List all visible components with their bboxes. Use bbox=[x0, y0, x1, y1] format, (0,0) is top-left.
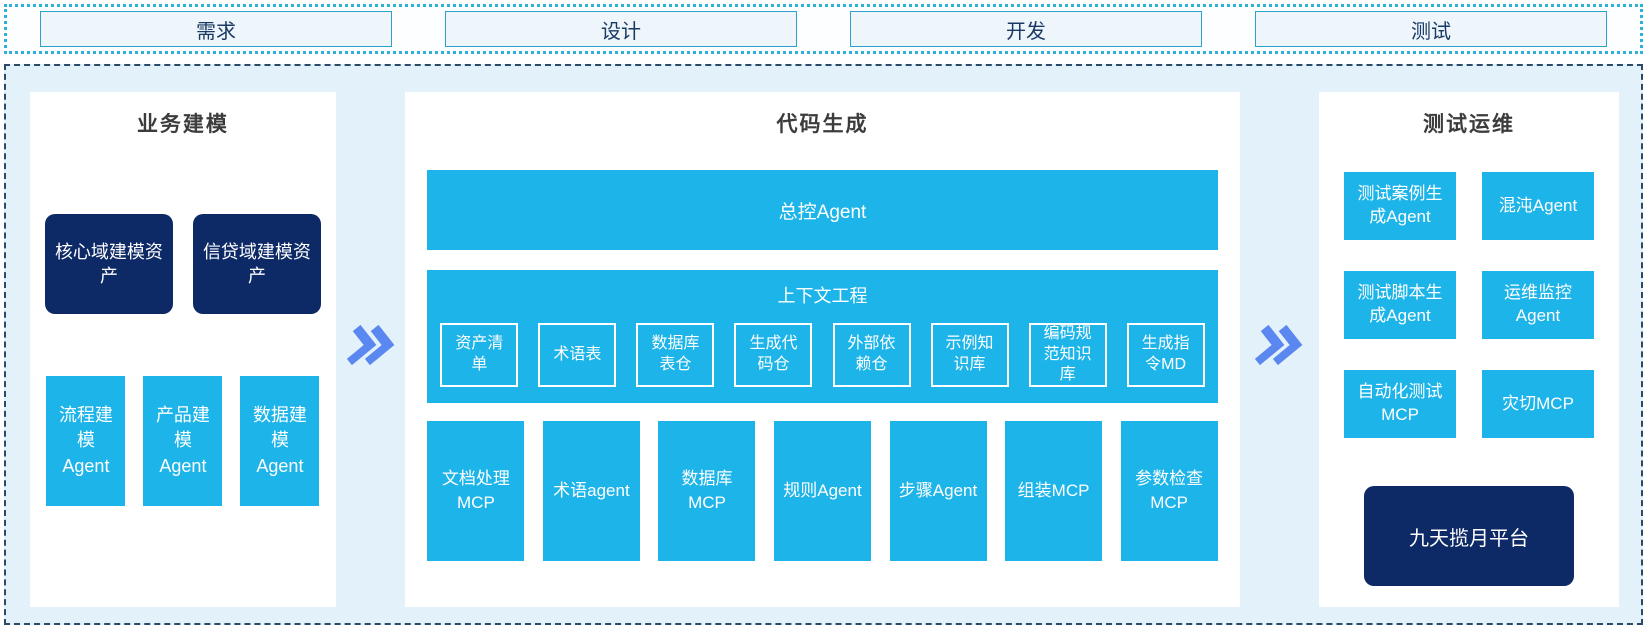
test-ops-title: 测试运维 bbox=[1423, 113, 1516, 136]
test-script-generation-agent-box: 测试脚本生成Agent bbox=[1344, 271, 1457, 339]
phase-box-testing: 测试 bbox=[1255, 11, 1607, 47]
glossary-agent-box: 术语agent bbox=[542, 421, 640, 561]
coding-standard-knowledge-base-box: 编码规范知识库 bbox=[1028, 323, 1107, 387]
rule-agent-box: 规则Agent bbox=[773, 421, 871, 561]
ops-monitoring-agent-box: 运维监控Agent bbox=[1482, 271, 1595, 339]
context-engineering-title: 上下文工程 bbox=[777, 286, 868, 306]
business-agent-row: 流程建模Agent 产品建模Agent 数据建模Agent bbox=[46, 376, 320, 506]
business-modeling-title: 业务建模 bbox=[136, 113, 229, 136]
flow-arrow-left bbox=[336, 66, 406, 623]
product-modeling-agent-box: 产品建模Agent bbox=[143, 376, 223, 506]
glossary-box: 术语表 bbox=[538, 323, 617, 387]
document-processing-mcp-box: 文档处理MCP bbox=[427, 421, 525, 561]
data-modeling-agent-box: 数据建模Agent bbox=[240, 376, 320, 506]
database-mcp-box: 数据库MCP bbox=[658, 421, 756, 561]
disaster-switch-mcp-box: 灾切MCP bbox=[1482, 370, 1595, 438]
process-modeling-agent-box: 流程建模Agent bbox=[46, 376, 126, 506]
code-generation-title: 代码生成 bbox=[776, 113, 869, 136]
flow-arrow-right bbox=[1240, 66, 1319, 623]
assembly-mcp-box: 组装MCP bbox=[1005, 421, 1103, 561]
double-chevron-icon bbox=[346, 324, 394, 365]
asset-list-box: 资产清单 bbox=[440, 323, 519, 387]
code-generation-body: 总控Agent 上下文工程 资产清单 术语表 数据库表仓 生成代码仓 外部依赖仓… bbox=[405, 138, 1239, 561]
master-agent-bar: 总控Agent bbox=[427, 170, 1218, 250]
test-case-generation-agent-box: 测试案例生成Agent bbox=[1344, 172, 1457, 240]
context-engineering-block: 上下文工程 资产清单 术语表 数据库表仓 生成代码仓 外部依赖仓 示例知识库 编… bbox=[427, 270, 1218, 403]
step-agent-box: 步骤Agent bbox=[889, 421, 987, 561]
business-asset-row: 核心域建模资产 信贷域建模资产 bbox=[44, 214, 321, 314]
phase-box-design: 设计 bbox=[445, 11, 797, 47]
parameter-check-mcp-box: 参数检查MCP bbox=[1120, 421, 1218, 561]
phase-strip: 需求 设计 开发 测试 bbox=[4, 4, 1643, 54]
panel-business-modeling: 业务建模 核心域建模资产 信贷域建模资产 流程建模Agent 产品建模Agent… bbox=[30, 92, 336, 607]
jiutian-lanyue-platform-box: 九天揽月平台 bbox=[1364, 486, 1575, 586]
chaos-agent-box: 混沌Agent bbox=[1482, 172, 1595, 240]
panel-test-ops: 测试运维 测试案例生成Agent 混沌Agent 测试脚本生成Agent 运维监… bbox=[1319, 92, 1619, 607]
example-knowledge-base-box: 示例知识库 bbox=[930, 323, 1009, 387]
core-domain-asset-box: 核心域建模资产 bbox=[44, 214, 173, 314]
test-ops-grid: 测试案例生成Agent 混沌Agent 测试脚本生成Agent 运维监控Agen… bbox=[1344, 172, 1595, 438]
automated-testing-mcp-box: 自动化测试MCP bbox=[1344, 370, 1457, 438]
main-container: 业务建模 核心域建模资产 信贷域建模资产 流程建模Agent 产品建模Agent… bbox=[4, 64, 1643, 625]
generation-instruction-md-box: 生成指令MD bbox=[1126, 323, 1205, 387]
context-items-row: 资产清单 术语表 数据库表仓 生成代码仓 外部依赖仓 示例知识库 编码规范知识库… bbox=[440, 323, 1205, 387]
codegen-tools-row: 文档处理MCP 术语agent 数据库MCP 规则Agent 步骤Agent 组… bbox=[427, 421, 1218, 561]
credit-domain-asset-box: 信贷域建模资产 bbox=[192, 214, 321, 314]
db-table-repo-box: 数据库表仓 bbox=[636, 323, 715, 387]
phase-box-development: 开发 bbox=[850, 11, 1202, 47]
double-chevron-icon bbox=[1255, 324, 1303, 365]
generated-code-repo-box: 生成代码仓 bbox=[734, 323, 813, 387]
phase-box-requirements: 需求 bbox=[40, 11, 392, 47]
external-dependency-repo-box: 外部依赖仓 bbox=[832, 323, 911, 387]
panel-code-generation: 代码生成 总控Agent 上下文工程 资产清单 术语表 数据库表仓 生成代码仓 … bbox=[405, 92, 1240, 607]
